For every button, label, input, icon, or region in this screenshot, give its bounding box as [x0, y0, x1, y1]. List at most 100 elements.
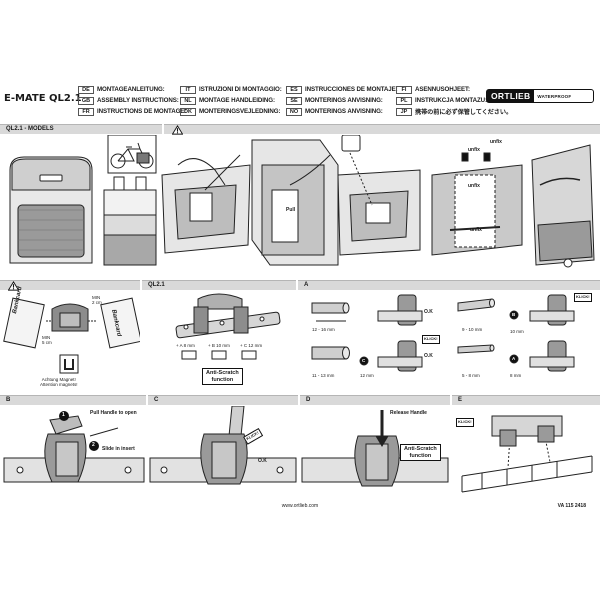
language-text: ISTRUZIONI DI MONTAGGIO: [199, 86, 282, 93]
warning-triangle-icon [172, 125, 183, 135]
section-bar-d: D [300, 395, 450, 405]
language-code: FI [396, 85, 412, 94]
section-bar-b: B [0, 395, 146, 405]
section-bar-warning-2 [0, 280, 140, 291]
ql21-rail-illustration [175, 293, 281, 360]
release-handle-label: Release Handle [390, 410, 427, 416]
packing-illustration-1 [161, 154, 251, 254]
section-e-panel: KLICK! [452, 406, 600, 500]
unfix-label: unfix [468, 183, 480, 189]
anti-scratch-callout: Anti-Scratch function [202, 368, 243, 385]
section-c-illustration [149, 406, 297, 485]
section-bar-a: A [298, 280, 600, 290]
klick-callout: KLICK! [456, 418, 474, 427]
language-code: NL [180, 96, 196, 105]
insert-size: 12 mm [360, 373, 374, 378]
product-title: E-MATE QL2.1 [4, 93, 82, 104]
magnet-warning-text: Achtung Magnet! Attention magnets! [40, 377, 78, 387]
magnet-illustration [3, 297, 140, 374]
language-text: INSTRUCTIONS DE MONTAGE: [97, 108, 187, 115]
section-d-panel: Release Handle Anti-Scratch function [300, 406, 450, 500]
logo-tagline: WATERPROOF [537, 93, 572, 99]
step-2: 2 [92, 442, 95, 448]
pull-handle-label: Pull Handle to open [90, 410, 137, 416]
language-code: PL [396, 96, 412, 105]
section-bar-c: C [148, 395, 298, 405]
language-code: GB [78, 96, 94, 105]
models-illustration [9, 135, 595, 268]
klick-callout: KLICK! [574, 293, 592, 302]
language-text: 携帯の前に必ず保管してください。 [415, 109, 513, 116]
badge-b: B [512, 312, 516, 317]
language-code: DE [78, 85, 94, 94]
section-e-illustration [461, 415, 593, 493]
unfix-label: unfix [468, 147, 480, 153]
language-text: INSTRUCCIONES DE MONTAJE: [305, 86, 398, 93]
ortlieb-logo: ORTLIEB WATERPROOF [486, 89, 594, 103]
section-bar-e: E [452, 395, 600, 405]
section-d-illustration [301, 410, 449, 487]
ok-label: O.K [258, 458, 267, 464]
unfix-label: unfix [490, 139, 502, 145]
badge-a: A [512, 356, 516, 361]
language-text: MONTAGE HANDLEIDING: [199, 97, 275, 104]
logo-brand: ORTLIEB [487, 90, 535, 102]
section-c-panel: KLICK! O.K [148, 406, 298, 500]
pannier-bag-model-2 [103, 176, 157, 266]
badge-c: C [362, 358, 366, 363]
section-a-panel: 12 - 16 mm 9 - 10 mm 11 - 13 mm 5 - 8 mm… [298, 291, 600, 391]
language-code: DK [180, 107, 196, 116]
insert-size: 8 mm [510, 373, 522, 378]
insert-c-label: + C 12 mm [240, 343, 263, 348]
row-models-illustrations: unfix unfix unfix unfix Pull [0, 135, 600, 275]
anti-scratch-callout: Anti-Scratch function [400, 444, 441, 461]
document-code: VA 115 2418 [557, 503, 586, 509]
slide-insert-label: Slide in insert [102, 446, 135, 452]
language-code: JP [396, 107, 412, 116]
language-code: FR [78, 107, 94, 116]
step-1: 1 [62, 412, 65, 418]
language-text: MONTERINGSVEJLEDNING: [199, 108, 281, 115]
bike-icon [107, 135, 157, 174]
language-code: SE [286, 96, 302, 105]
language-code: NO [286, 107, 302, 116]
diameter-range: 9 - 10 mm [462, 327, 483, 332]
pull-label: Pull [286, 207, 296, 213]
section-a-illustration [311, 294, 575, 372]
unfix-label: unfix [470, 227, 482, 233]
unfix-illustration [431, 152, 523, 256]
insert-a-label: + A 8 mm [176, 343, 195, 348]
language-code: IT [180, 85, 196, 94]
section-b-panel: 1 2 Pull Handle to open Slide in insert [0, 406, 146, 500]
pannier-bag-model [9, 156, 93, 264]
language-text: MONTAGEANLEITUNG: [97, 86, 165, 93]
footer-url: www.ortlieb.com [281, 503, 319, 509]
language-text: INSTRUKCJA MONTAZU: [415, 97, 487, 104]
section-bar-ql21: QL2.1 [142, 280, 296, 290]
language-text: ASSEMBLY INSTRUCTIONS: [97, 97, 179, 104]
section-b-illustration [3, 411, 145, 483]
magnet-warning-panel: Bankcard Bankcard MIN 2 cm MIN 5 cm Acht… [0, 286, 140, 391]
klick-callout: KLICK! [422, 335, 440, 344]
language-text: MONTERINGS ANVISNING: [305, 108, 383, 115]
section-bar-warning [164, 124, 600, 135]
diameter-range: 5 - 8 mm [462, 373, 480, 378]
warning-triangle-icon [8, 281, 19, 291]
min-distance-bottom: MIN 5 cm [42, 335, 52, 345]
